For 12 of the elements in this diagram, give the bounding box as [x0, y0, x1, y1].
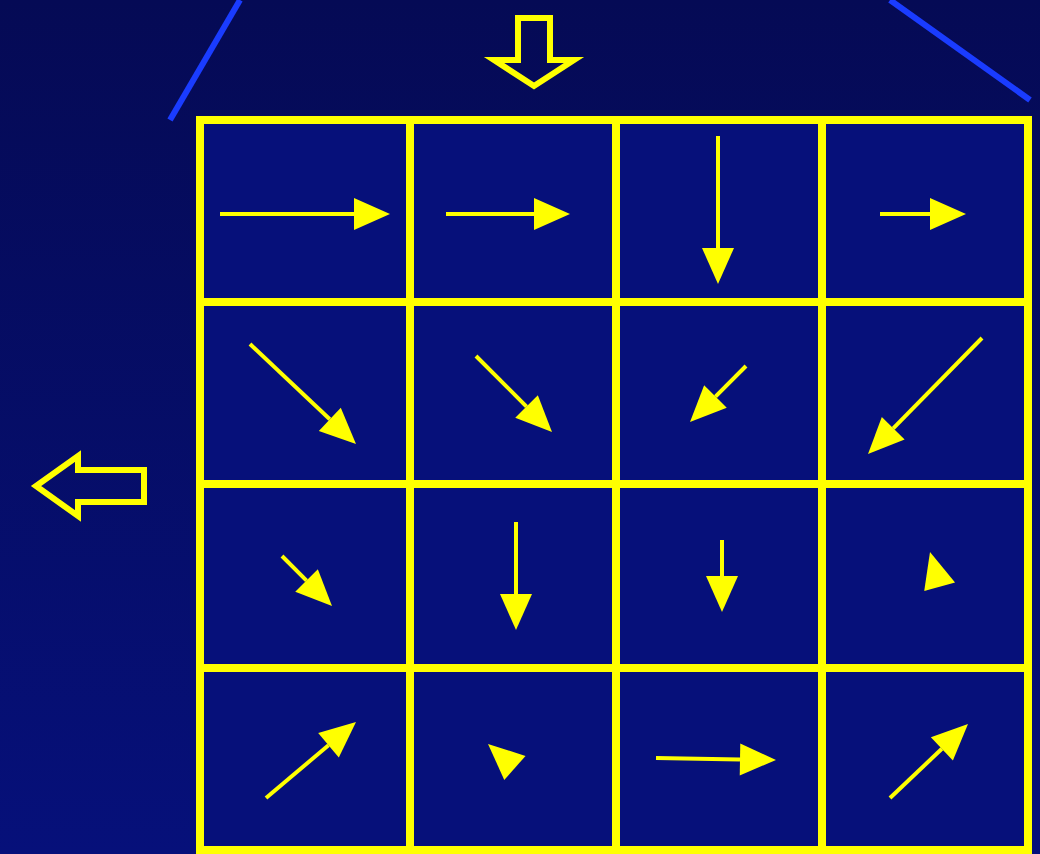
grid-cell: [826, 488, 1024, 664]
grid-cell: [204, 488, 406, 664]
grid-cell: [414, 124, 612, 298]
grid-cell: [620, 488, 818, 664]
grid-cell: [204, 306, 406, 480]
grid-cell: [826, 124, 1024, 298]
grid-cell: [414, 306, 612, 480]
grid-cell: [414, 488, 612, 664]
grid-cell: [620, 124, 818, 298]
grid-cell: [620, 306, 818, 480]
grid-cell: [204, 124, 406, 298]
grid-cell: [826, 306, 1024, 480]
